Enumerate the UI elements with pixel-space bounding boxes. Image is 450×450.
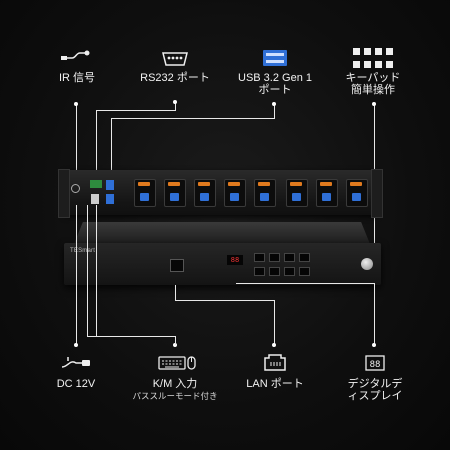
lan-connector-dot — [272, 343, 276, 347]
display-label-line1: デジタルデ — [347, 378, 403, 390]
keypad-label-line2: 簡単操作 — [351, 84, 395, 96]
display-connector-v — [374, 283, 375, 345]
rs232-connector-v1 — [175, 102, 176, 110]
front-button-4[interactable] — [299, 253, 310, 262]
keyboard-mouse-icon — [158, 355, 196, 371]
segment-display: 88 — [227, 255, 243, 265]
rs232-connector-dot — [173, 100, 177, 104]
display-icon-digits: 88 — [370, 360, 381, 370]
rs232-label: RS232 ポート — [140, 72, 210, 84]
km-connector-h — [87, 336, 175, 337]
ir-jack — [71, 184, 80, 193]
usb-label-line1: USB 3.2 Gen 1 — [238, 72, 312, 84]
km-label-line2: パススルーモード付き — [132, 391, 218, 401]
front-button-6[interactable] — [269, 267, 280, 276]
front-button-7[interactable] — [284, 267, 295, 276]
power-knob[interactable] — [361, 258, 373, 270]
pc-port-group-1 — [134, 179, 156, 207]
ir-cable-icon — [60, 50, 90, 66]
kvm-top-cover — [74, 222, 370, 244]
display-connector-h — [236, 283, 375, 284]
usb-connector-h — [111, 118, 275, 119]
rs232-port-icon — [162, 52, 188, 66]
lan-port-icon — [264, 353, 286, 371]
usb-connector-v1 — [274, 104, 275, 118]
km-connector-v1 — [87, 205, 88, 337]
dc-connector-dot — [74, 343, 78, 347]
rs232-connector-v2 — [96, 110, 97, 184]
kvm-rear-panel — [58, 169, 383, 218]
lan-connector-v1 — [175, 285, 176, 300]
km-label: K/M 入力 パススルーモード付き — [125, 378, 225, 402]
pc-port-group-5 — [254, 179, 276, 207]
lan-connector-h — [175, 300, 274, 301]
rear-usb-port-3 — [91, 194, 99, 204]
display-label: デジタルデ ィスプレイ — [340, 378, 410, 402]
lan-label: LAN ポート — [246, 378, 304, 390]
usb-connector-v2 — [111, 118, 112, 184]
usb-port-icon — [262, 49, 288, 67]
front-button-2[interactable] — [269, 253, 280, 262]
ir-connector-dot — [74, 102, 78, 106]
lan-connector-v2 — [274, 300, 275, 345]
pc-port-group-3 — [194, 179, 216, 207]
front-button-5[interactable] — [254, 267, 265, 276]
rear-usb-port-1 — [106, 180, 114, 190]
dc-label: DC 12V — [56, 378, 96, 390]
pc-port-group-4 — [224, 179, 246, 207]
kvm-front-panel: TESmart 88 — [64, 243, 381, 285]
lan-jack — [170, 259, 184, 272]
display-label-line2: ィスプレイ — [347, 390, 403, 402]
km-connector-v3 — [96, 205, 97, 336]
front-button-1[interactable] — [254, 253, 265, 262]
front-button-3[interactable] — [284, 253, 295, 262]
keypad-connector-dot — [372, 102, 376, 106]
rear-usb-port-2 — [106, 194, 114, 204]
pc-port-group-6 — [286, 179, 308, 207]
pc-port-group-8 — [346, 179, 368, 207]
dc-power-icon — [60, 355, 92, 371]
rear-left-ear — [58, 169, 70, 218]
km-label-line1: K/M 入力 — [152, 378, 198, 390]
km-connector-v2 — [175, 336, 176, 345]
rs232-terminal — [90, 180, 102, 188]
usb-connector-dot — [272, 102, 276, 106]
usb-label: USB 3.2 Gen 1 ポート — [232, 72, 318, 96]
keypad-icon — [353, 48, 393, 70]
digital-display-icon: 88 — [365, 355, 385, 371]
usb-label-line2: ポート — [258, 84, 292, 96]
rs232-connector-h — [96, 110, 176, 111]
pc-port-group-2 — [164, 179, 186, 207]
ir-connector — [76, 104, 77, 184]
display-connector-dot — [372, 343, 376, 347]
km-connector-dot — [173, 343, 177, 347]
front-button-8[interactable] — [299, 267, 310, 276]
dc-connector — [76, 205, 77, 345]
keypad-label-line1: キーパッド — [345, 72, 401, 84]
keypad-label: キーパッド 簡単操作 — [340, 72, 406, 96]
ir-label: IR 信号 — [58, 72, 96, 84]
brand-logo: TESmart — [70, 248, 96, 254]
rear-right-ear — [371, 169, 383, 218]
pc-port-group-7 — [316, 179, 338, 207]
